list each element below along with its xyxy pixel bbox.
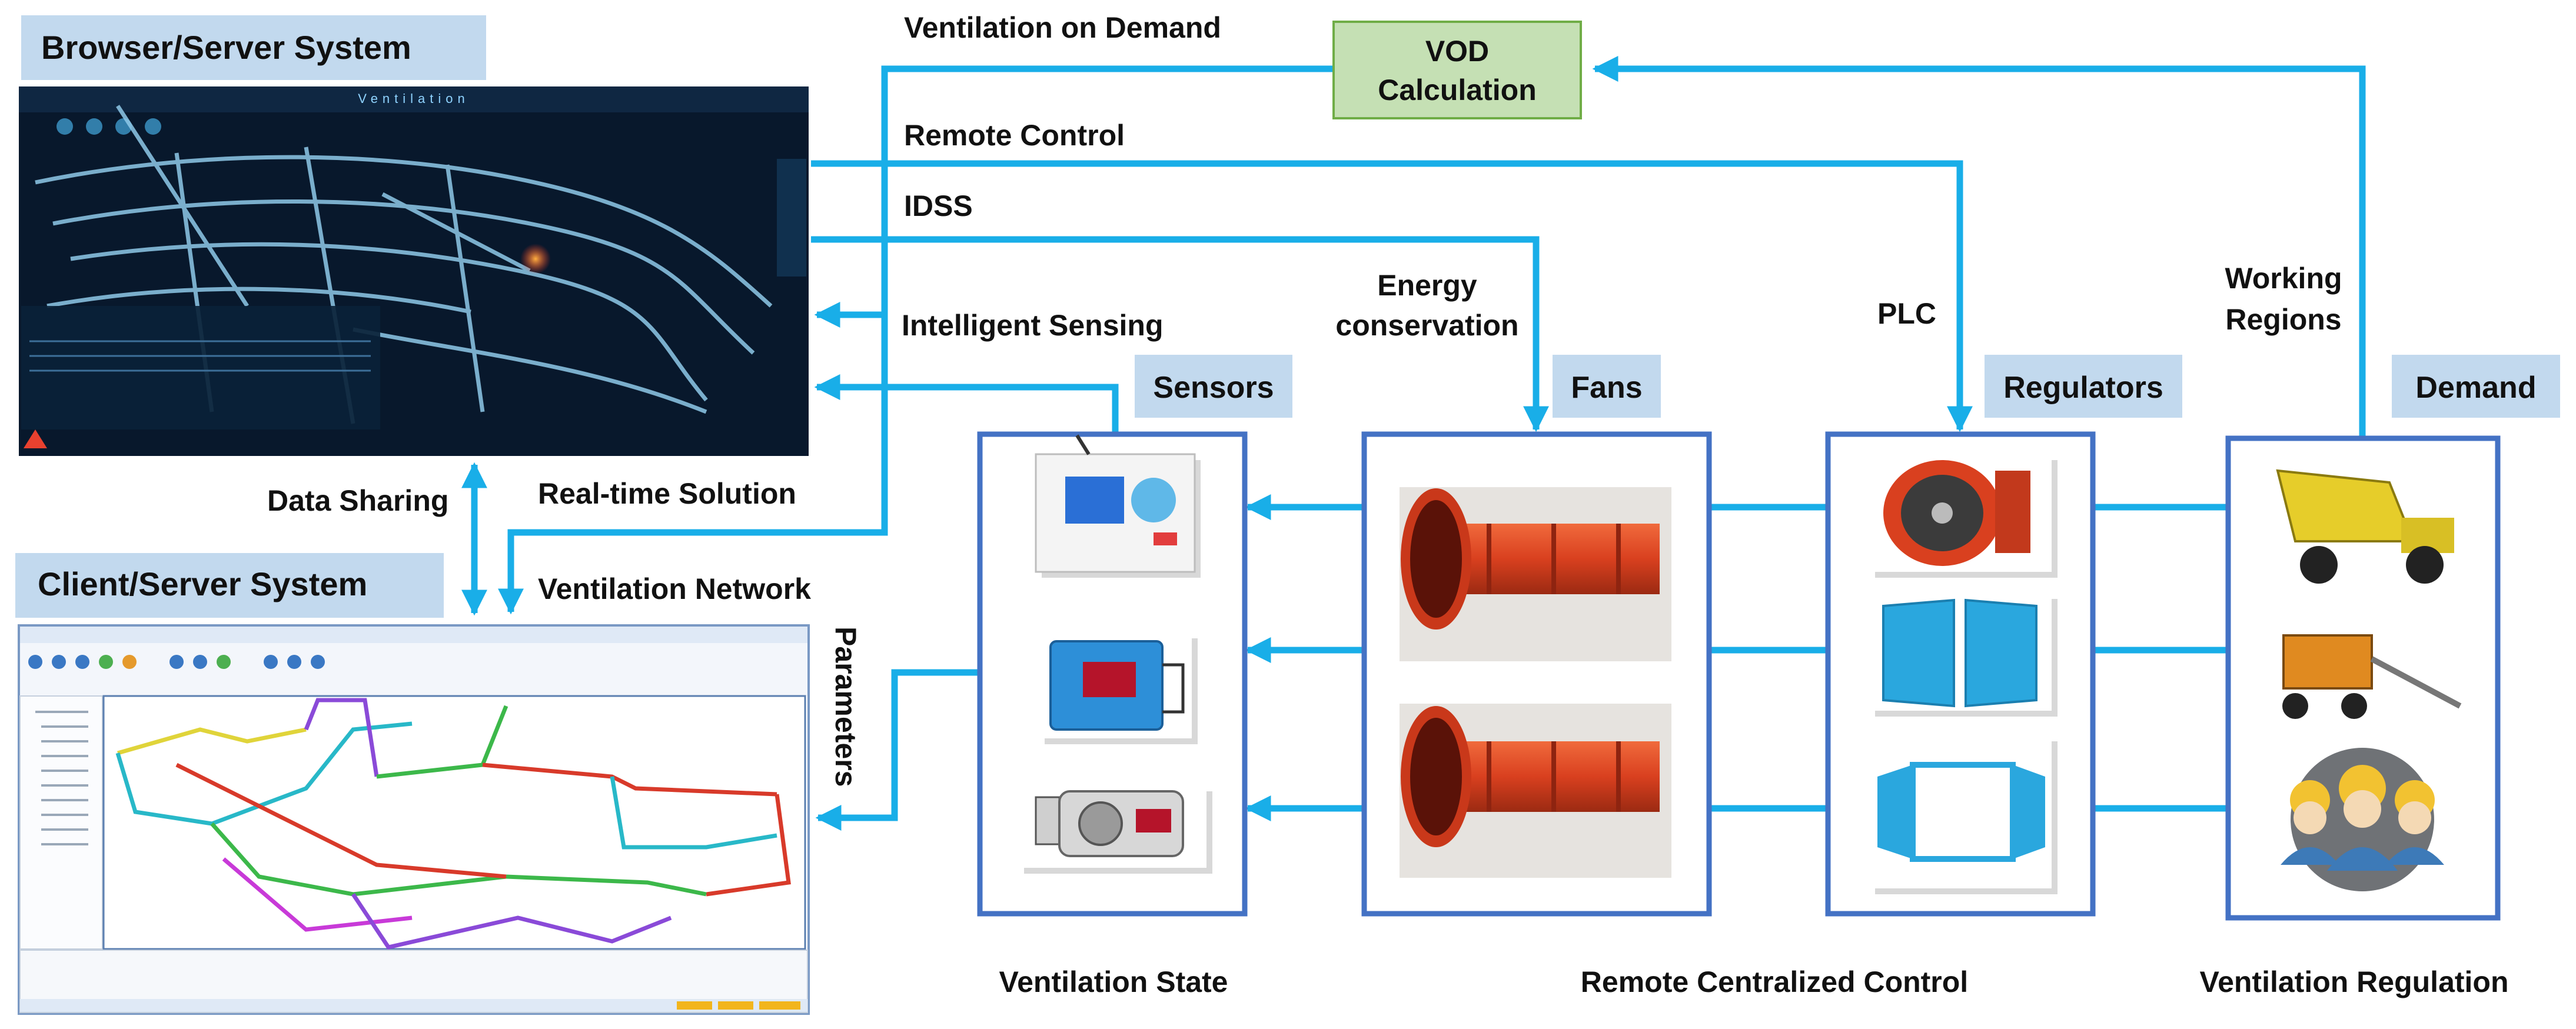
client-ribbon[interactable] — [20, 643, 807, 696]
tree-items[interactable] — [35, 711, 88, 845]
demand-panel — [2225, 435, 2501, 921]
remote-control-label: Remote Control — [904, 119, 1125, 152]
client-title-bar — [20, 627, 807, 643]
plc-label: PLC — [1877, 297, 1936, 330]
idss-arrow — [811, 236, 1549, 432]
axial-fan-icon — [1869, 454, 2058, 578]
browser-server-label: Browser/Server System — [41, 29, 411, 66]
demand-to-vod-arrow — [1592, 56, 2366, 438]
vod-line1: VOD — [1425, 35, 1489, 68]
component-tags: Sensors Fans Regulators Demand — [1135, 355, 2560, 418]
sensors-tag-box — [1135, 355, 1292, 418]
browser-server-label-box — [21, 15, 486, 80]
fans-tag: Fans — [1571, 371, 1642, 405]
toolbar-icon[interactable] — [145, 118, 161, 135]
parameters-label: Parameters — [829, 627, 862, 787]
parameters-arrow — [815, 669, 980, 831]
regulators-panel — [1825, 431, 2096, 917]
sensor-device-icon — [1039, 632, 1198, 744]
client-server-label-box — [15, 553, 444, 618]
ribbon-icons[interactable] — [28, 655, 325, 669]
mining-truck-icon — [2260, 453, 2465, 600]
regulators-tag: Regulators — [2003, 371, 2163, 405]
flow-labels: Ventilation on Demand Remote Control IDS… — [267, 11, 2342, 787]
sensors-to-browser-arrow — [814, 374, 1119, 434]
workers-icon — [2260, 742, 2465, 897]
ventilation-network-graph — [115, 698, 791, 950]
intelligent-sensing-label: Intelligent Sensing — [902, 309, 1163, 342]
door-icon — [1869, 593, 2058, 717]
sensors-tag: Sensors — [1153, 371, 1274, 405]
toolbar-icon[interactable] — [56, 118, 73, 135]
vod-flow-label: Ventilation on Demand — [904, 11, 1221, 44]
idss-label: IDSS — [904, 189, 973, 222]
fan-icon — [1400, 487, 1671, 661]
ventilation-state-label: Ventilation State — [999, 965, 1228, 998]
browser-data-table — [21, 306, 380, 429]
demand-tag: Demand — [2415, 371, 2536, 405]
browser-screenshot: Ventilation — [19, 86, 809, 456]
fans-panel — [1361, 431, 1712, 917]
energy-label-line2: conservation — [1335, 309, 1518, 342]
browser-server-system: Browser/Server System Ventilation — [19, 15, 809, 456]
demand-tag-box — [2392, 355, 2560, 418]
browser-screen-title: Ventilation — [358, 91, 470, 106]
realtime-label: Real-time Solution — [538, 477, 796, 510]
ventilation-network-label: Ventilation Network — [538, 572, 811, 605]
working-label-line1: Working — [2225, 262, 2342, 295]
bottom-labels: Ventilation State Remote Centralized Con… — [999, 965, 2509, 998]
vod-box — [1332, 21, 1582, 119]
energy-label-line1: Energy — [1377, 269, 1477, 302]
client-screenshot — [18, 624, 810, 1015]
client-server-system: Client/Server System — [15, 553, 810, 1015]
remote-centralized-control-label: Remote Centralized Control — [1581, 965, 1968, 998]
sensor-device-icon — [1035, 434, 1201, 578]
data-sharing-label: Data Sharing — [267, 484, 448, 517]
drill-rig-icon — [2260, 619, 2465, 725]
working-label-line2: Regions — [2225, 303, 2341, 336]
warning-icon — [24, 429, 47, 448]
browser-side-panel[interactable] — [777, 159, 806, 277]
regulators-tag-box — [1985, 355, 2182, 418]
vod-flow-arrow — [498, 65, 1334, 615]
fan-icon — [1400, 704, 1671, 878]
browser-header-bar — [19, 86, 809, 112]
toolbar-icon[interactable] — [86, 118, 102, 135]
sensors-panel — [977, 431, 1248, 917]
client-server-label: Client/Server System — [38, 565, 367, 602]
vod-line2: Calculation — [1378, 74, 1536, 106]
alarm-glow-icon — [520, 244, 551, 274]
client-tree-panel[interactable] — [19, 695, 103, 950]
ventilation-regulation-label: Ventilation Regulation — [2199, 965, 2508, 998]
flow-arrows — [461, 56, 2366, 831]
sensor-device-icon — [1018, 785, 1212, 874]
vod-calculation-node: VOD Calculation — [1332, 21, 1582, 119]
remote-control-arrow — [811, 160, 1973, 432]
fans-tag-box — [1553, 355, 1661, 418]
client-status-bar — [20, 999, 807, 1012]
door-icon — [1869, 735, 2058, 894]
